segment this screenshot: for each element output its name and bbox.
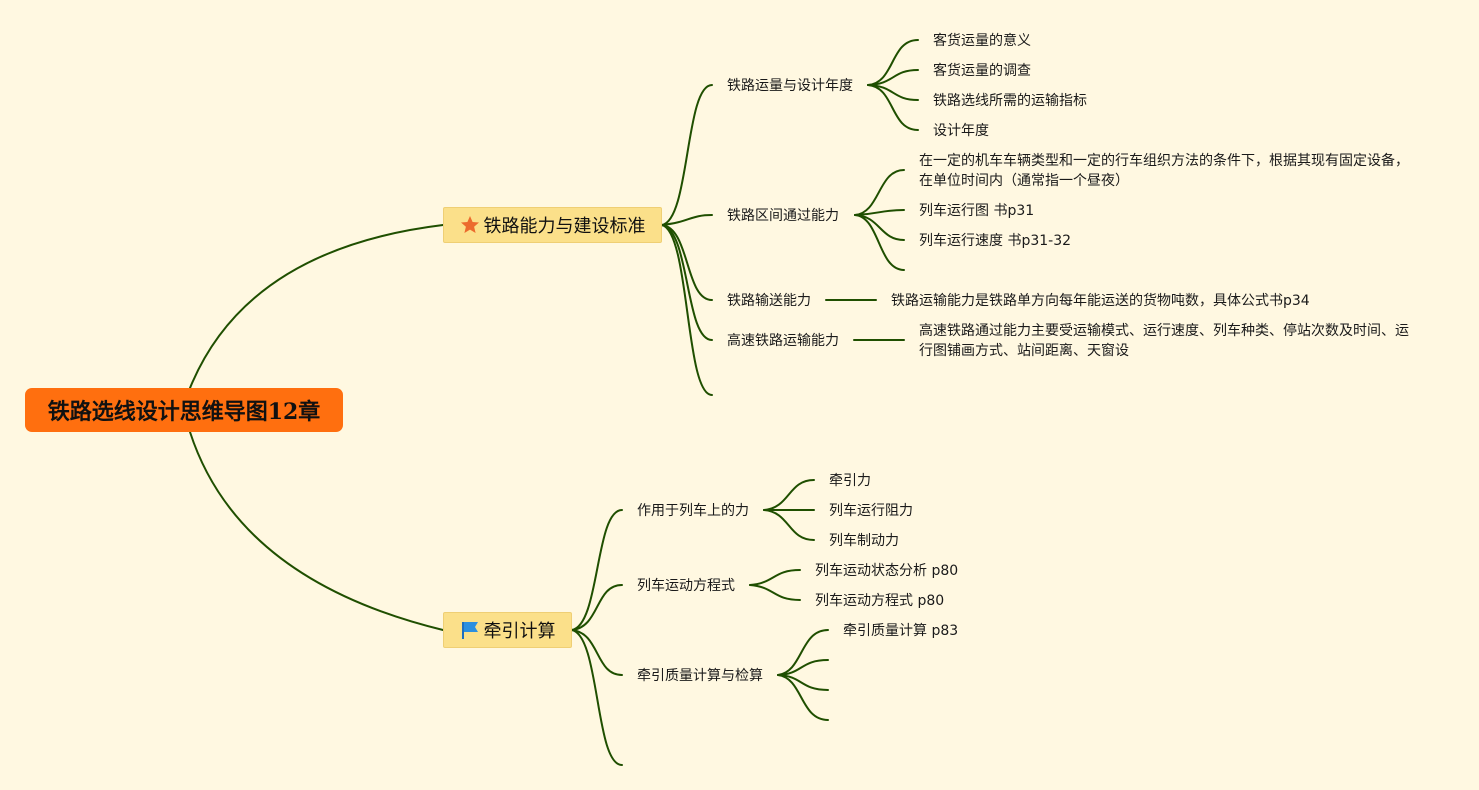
branch-node-capacity[interactable]: 铁路能力与建设标准: [443, 207, 662, 243]
topic-traction-mass[interactable]: 牵引质量计算与检算: [637, 668, 763, 684]
connector-b1-c1: [661, 84, 713, 226]
root-node[interactable]: 铁路选线设计思维导图12章: [25, 388, 343, 432]
branch-node-traction[interactable]: 牵引计算: [443, 612, 572, 648]
leaf-item[interactable]: 列车运行速度 书p31-32: [919, 233, 1072, 249]
connector-b1-c2: [661, 214, 713, 226]
topic-transport-capacity[interactable]: 铁路输送能力: [727, 293, 811, 309]
topic-motion-equation[interactable]: 列车运动方程式: [637, 578, 735, 594]
connector-b2c1-i1: [763, 479, 815, 511]
connector-b1c2-empty: [854, 214, 905, 271]
connector-b1c2-i3: [854, 214, 905, 241]
flag-icon: [460, 620, 480, 640]
leaf-item[interactable]: 列车制动力: [829, 533, 899, 549]
topic-train-forces[interactable]: 作用于列车上的力: [637, 503, 749, 519]
connector-b1c1-i4: [867, 84, 919, 131]
leaf-item[interactable]: 列车运行图 书p31: [919, 203, 1035, 219]
leaf-item[interactable]: 牵引质量计算 p83: [843, 623, 959, 639]
connector-b1c2-i1: [854, 169, 905, 216]
connector-root-branch2: [189, 431, 444, 631]
connector-b1-empty: [661, 224, 713, 396]
leaf-item[interactable]: 铁路选线所需的运输指标: [933, 93, 1087, 109]
connector-b1c1-i1: [867, 39, 919, 86]
connector-b1c1-i2: [867, 69, 919, 86]
leaf-item[interactable]: 高速铁路通过能力主要受运输模式、运行速度、列车种类、停站次数及时间、运行图铺画方…: [919, 323, 1409, 359]
connector-b2-c3: [571, 629, 623, 676]
leaf-item[interactable]: 设计年度: [933, 123, 989, 139]
connector-root-branch1: [189, 224, 444, 389]
branch-label: 铁路能力与建设标准: [483, 216, 646, 237]
star-icon: [460, 215, 480, 235]
connector-b2c3-i1: [777, 629, 829, 676]
connector-b2c1-i3: [763, 509, 815, 541]
leaf-item[interactable]: 列车运行阻力: [829, 503, 913, 519]
leaf-item[interactable]: 客货运量的意义: [933, 33, 1031, 49]
connector-b1-c4: [661, 224, 713, 341]
leaf-item[interactable]: 铁路运输能力是铁路单方向每年能运送的货物吨数，具体公式书p34: [891, 293, 1310, 309]
topic-hsr-capacity[interactable]: 高速铁路运输能力: [727, 333, 839, 349]
leaf-item[interactable]: 在一定的机车车辆类型和一定的行车组织方法的条件下，根据其现有固定设备，在单位时间…: [919, 153, 1409, 189]
leaf-item[interactable]: 客货运量的调查: [933, 63, 1031, 79]
leaf-item[interactable]: 列车运动方程式 p80: [815, 593, 945, 609]
leaf-item[interactable]: 牵引力: [829, 473, 871, 489]
leaf-item[interactable]: 列车运动状态分析 p80: [815, 563, 959, 579]
topic-volume-design-year[interactable]: 铁路运量与设计年度: [727, 78, 853, 94]
connector-b2c2-i2: [749, 584, 801, 601]
connector-b2c3-empty3: [777, 674, 829, 721]
connector-b2-c2: [571, 584, 623, 631]
branch-label: 牵引计算: [483, 621, 556, 642]
topic-section-capacity[interactable]: 铁路区间通过能力: [727, 208, 839, 224]
root-label: 铁路选线设计思维导图12章: [47, 399, 321, 425]
connector-b2-c1: [571, 509, 623, 631]
connector-b2c3-empty1: [777, 659, 829, 676]
connector-b2-empty: [571, 629, 623, 766]
connector-b1-c3: [661, 224, 713, 301]
connector-b2c2-i1: [749, 569, 801, 586]
